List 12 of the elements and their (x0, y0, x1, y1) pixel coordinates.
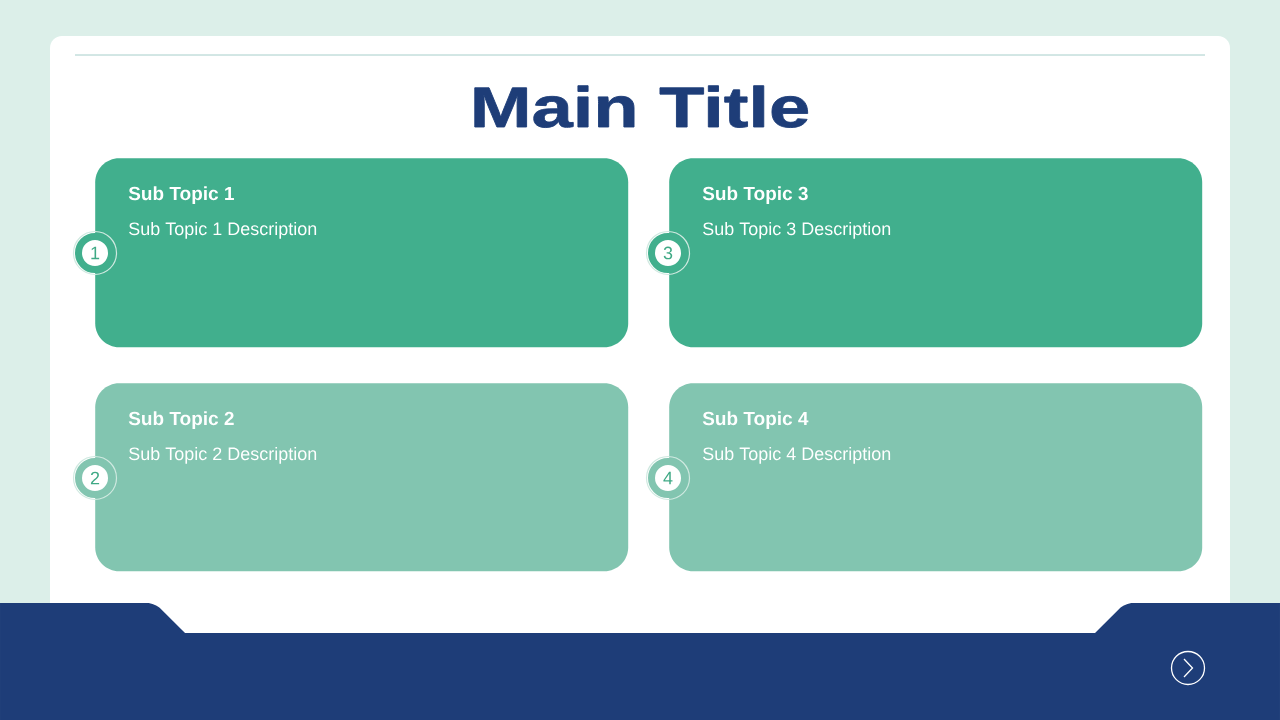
number-badge: 1 (72, 230, 118, 276)
card-description: Sub Topic 4 Description (703, 446, 891, 464)
card-description: Sub Topic 3 Description (703, 221, 891, 239)
card-heading: Sub Topic 4 (702, 411, 809, 429)
number-badge: 2 (72, 455, 118, 501)
card-description: Sub Topic 2 Description (129, 446, 317, 464)
card-description: Sub Topic 1 Description (129, 221, 317, 239)
card-heading: Sub Topic 2 (128, 411, 234, 429)
card-heading: Sub Topic 3 (702, 186, 808, 204)
number-badge: 3 (645, 230, 691, 276)
number-badge: 4 (645, 455, 691, 501)
card-heading: Sub Topic 1 (128, 186, 234, 204)
